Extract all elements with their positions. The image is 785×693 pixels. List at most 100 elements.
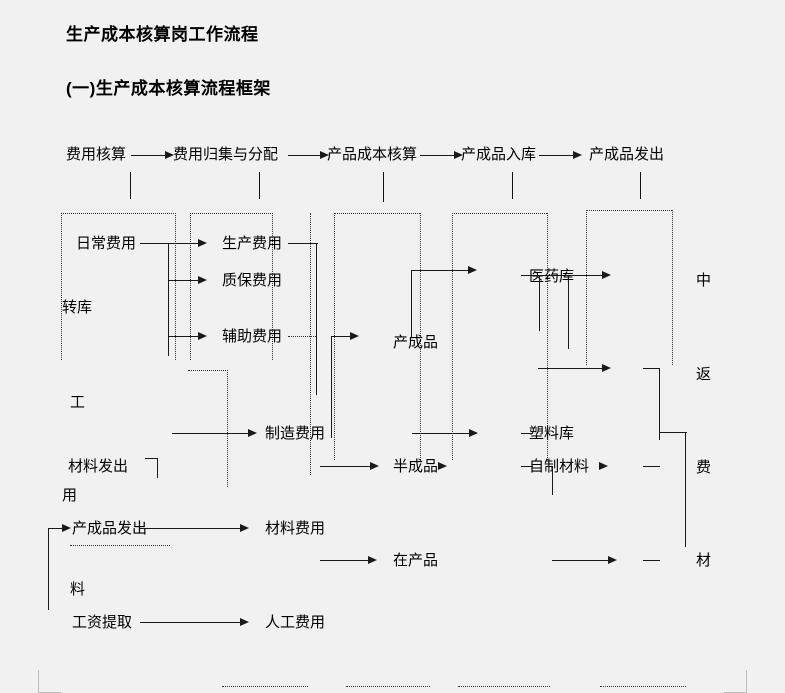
connector-to-wip (320, 560, 370, 561)
medicine-warehouse-drop-1 (539, 275, 540, 331)
summary-bracket-middle (659, 432, 687, 433)
arrow-quality-expense-icon (198, 276, 207, 284)
group-box-6-right (227, 370, 228, 487)
arrow-material-cost-icon (240, 524, 249, 532)
arrow-finished-goods-feed-icon (350, 332, 359, 340)
flow-arrow-1-icon (165, 151, 174, 159)
material-issue-bracket-top (145, 458, 158, 459)
connector-to-manufacturing-expense (172, 433, 250, 434)
group-box-5-left (586, 210, 587, 365)
node-labor-char: 工 (70, 394, 86, 411)
node-summary-cai: 材 (696, 552, 712, 569)
node-summary-fei: 费 (696, 459, 712, 476)
arrow-auxiliary-expense-icon (198, 332, 207, 340)
finished-goods-riser (411, 270, 412, 338)
arrow-material-summary-icon (608, 556, 617, 564)
flow-stage-1: 费用核算 (66, 146, 127, 163)
arrow-self-made-out-icon (599, 462, 608, 470)
production-expense-rail-top (288, 243, 318, 244)
arrow-labor-cost-icon (240, 618, 249, 626)
flow-stage-2: 费用归集与分配 (173, 146, 279, 163)
material-issue-bracket-side (157, 458, 158, 478)
node-work-in-process: 在产品 (393, 552, 439, 569)
arrow-semi-to-self-made-icon (438, 462, 447, 470)
summary-bracket-top (643, 368, 660, 369)
connector-to-material-summary (552, 560, 610, 561)
node-material-issue: 材料发出 (68, 458, 129, 475)
connector-wage-to-labor-cost (140, 622, 242, 623)
stage-tick-1 (130, 172, 131, 199)
left-feeder-horizontal (48, 528, 65, 529)
group-box-1-left (61, 213, 62, 360)
group-box-4-right (547, 213, 548, 460)
flow-arrow-4-icon (573, 151, 582, 159)
node-plastic-warehouse: 塑料库 (529, 425, 575, 442)
crop-mark-bottom-right (724, 670, 747, 693)
flow-stage-5: 产成品发出 (589, 146, 665, 163)
connector-semi-to-plastic-warehouse (412, 433, 472, 434)
connector-daily-expense-to-trunk (140, 243, 169, 244)
right-guide-vertical (672, 210, 673, 365)
production-expense-rail-vertical (316, 243, 317, 395)
finished-goods-feed-vertical (331, 336, 332, 438)
self-made-material-drop (552, 466, 553, 495)
finished-goods-to-medicine-warehouse (411, 270, 471, 271)
group-guide-under-column1 (70, 545, 170, 546)
node-wage-accrual: 工资提取 (72, 614, 133, 631)
arrow-production-expense-icon (198, 239, 207, 247)
connector-trunk-to-auxiliary-expense (168, 336, 200, 337)
medicine-warehouse-through-line (521, 275, 605, 276)
summary-dash-cai (643, 560, 660, 561)
arrow-wip-icon (368, 556, 377, 564)
node-self-made-material: 自制材料 (529, 458, 590, 475)
node-material-cost: 材料费用 (265, 520, 326, 537)
plastic-warehouse-dash (521, 433, 533, 434)
flow-connector-1 (131, 155, 167, 156)
group-box-2-top (190, 213, 273, 214)
section-heading: (一)生产成本核算流程框架 (66, 79, 271, 98)
group-box-2-right (272, 213, 273, 360)
group-box-3-right (420, 213, 421, 460)
stage-tick-2 (259, 172, 260, 199)
footer-separator-4 (600, 686, 686, 687)
group-box-6-top (188, 370, 228, 371)
group-box-1-top (61, 213, 176, 214)
node-finished-goods-issue: 产成品发出 (72, 520, 148, 537)
stage-tick-4 (512, 172, 513, 199)
summary-bracket-left-vertical (659, 368, 660, 440)
group-box-2-left (190, 213, 191, 360)
footer-separator-1 (222, 686, 308, 687)
trunk-expense-vertical (168, 243, 169, 356)
summary-bracket-right-vertical (685, 432, 686, 547)
connector-fg-issue-to-material-cost (140, 528, 242, 529)
flow-stage-3: 产品成本核算 (327, 146, 418, 163)
connector-trunk-to-production-expense (168, 243, 200, 244)
node-auxiliary-expense: 辅助费用 (222, 328, 283, 345)
flow-connector-3 (420, 155, 456, 156)
node-production-expense: 生产费用 (222, 235, 283, 252)
group-box-4-left (452, 213, 453, 460)
stage-tick-3 (383, 172, 384, 202)
stage-tick-5 (640, 172, 641, 199)
footer-separator-3 (458, 686, 550, 687)
group-box-4-top (452, 213, 547, 214)
arrow-semi-finished-icon (370, 462, 379, 470)
connector-manufacturing-to-semi (320, 466, 372, 467)
arrow-medicine-warehouse-icon (468, 266, 477, 274)
footer-separator-2 (346, 686, 430, 687)
flow-arrow-3-icon (454, 151, 463, 159)
auxiliary-expense-dotted-link (288, 336, 316, 337)
node-summary-zhong: 中 (696, 272, 712, 289)
node-quality-expense: 质保费用 (222, 272, 283, 289)
flow-connector-2 (288, 155, 322, 156)
crop-mark-bottom-left (38, 670, 61, 693)
node-expense-char: 用 (62, 487, 78, 504)
connector-trunk-to-quality-expense (168, 280, 200, 281)
node-semi-finished-goods: 半成品 (393, 458, 439, 475)
manufacturing-expense-guide (310, 213, 311, 403)
flow-arrow-2-icon (320, 151, 329, 159)
group-box-1-right (175, 213, 176, 360)
self-made-material-dash (521, 466, 533, 467)
arrow-medicine-out-icon (602, 271, 611, 279)
